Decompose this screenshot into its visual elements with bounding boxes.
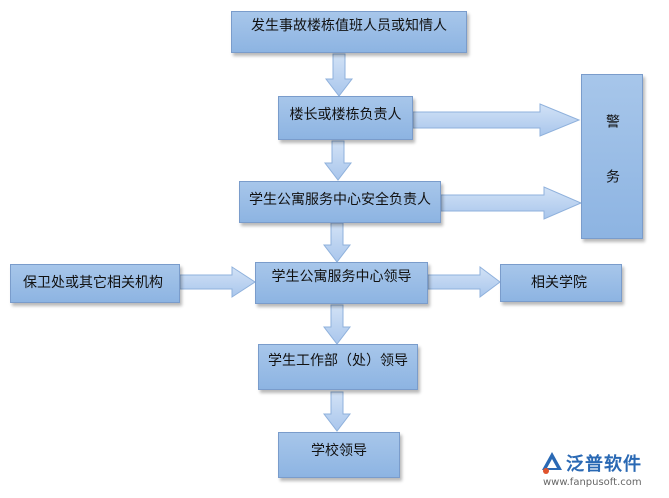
node-apartment-leader-label: 学生公寓服务中心领导 bbox=[271, 269, 412, 285]
node-building-head: 楼长或楼栋负责人 bbox=[278, 96, 413, 140]
arrow-student-affairs-to-school-leader bbox=[322, 391, 352, 432]
node-apartment-safety-officer-label: 学生公寓服务中心安全负责人 bbox=[249, 192, 431, 208]
node-college: 相关学院 bbox=[500, 264, 622, 302]
node-security-dept-label: 保卫处或其它相关机构 bbox=[23, 275, 163, 291]
node-school-leader-label: 学校领导 bbox=[311, 443, 367, 459]
arrow-apartment-leader-to-student-affairs bbox=[322, 304, 352, 345]
node-police-label: 警务 bbox=[604, 114, 620, 224]
node-apartment-safety-officer: 学生公寓服务中心安全负责人 bbox=[239, 181, 441, 223]
arrow-building-head-to-safety-officer bbox=[323, 140, 353, 181]
arrow-safety-officer-to-apartment-leader bbox=[322, 222, 352, 263]
node-student-affairs-leader-label: 学生工作部（处）领导 bbox=[268, 353, 408, 369]
node-police: 警务 bbox=[581, 74, 643, 239]
arrow-safety-officer-to-police bbox=[440, 186, 583, 220]
arrow-security-dept-to-apartment-leader bbox=[179, 266, 256, 298]
node-student-affairs-leader: 学生工作部（处）领导 bbox=[258, 344, 418, 390]
node-discoverer-label: 发生事故楼栋值班人员或知情人 bbox=[251, 18, 447, 34]
brand-logo-name: 泛普软件 bbox=[566, 454, 642, 475]
node-discoverer: 发生事故楼栋值班人员或知情人 bbox=[231, 11, 467, 53]
arrow-apartment-leader-to-college bbox=[427, 266, 501, 298]
brand-logo-icon bbox=[542, 452, 562, 474]
arrow-building-head-to-police bbox=[412, 103, 581, 137]
brand-logo: 泛普软件 www.fanpusoft.com bbox=[538, 446, 663, 496]
brand-logo-url: www.fanpusoft.com bbox=[543, 477, 642, 488]
node-apartment-leader: 学生公寓服务中心领导 bbox=[255, 262, 428, 304]
node-security-dept: 保卫处或其它相关机构 bbox=[10, 264, 180, 303]
node-college-label: 相关学院 bbox=[531, 275, 587, 291]
node-school-leader: 学校领导 bbox=[278, 432, 400, 478]
node-building-head-label: 楼长或楼栋负责人 bbox=[289, 107, 402, 123]
arrow-discoverer-to-building-head bbox=[324, 53, 354, 97]
